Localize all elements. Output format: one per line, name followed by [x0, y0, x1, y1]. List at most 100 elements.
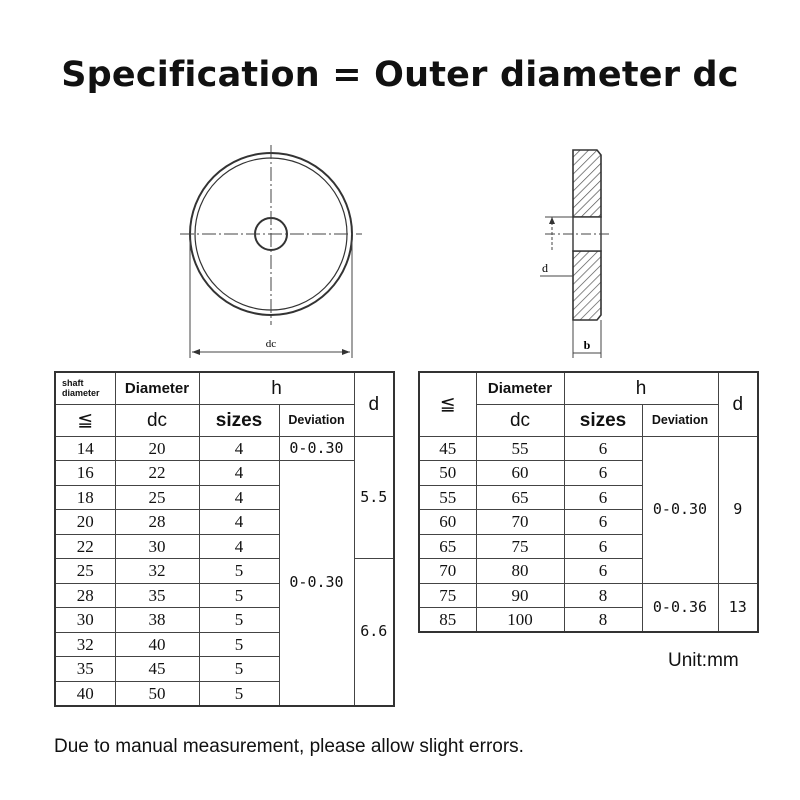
- dc-cell: 80: [475, 558, 565, 584]
- table-row: 75 90 8 0-0.36 13: [418, 582, 759, 633]
- sizes-header: sizes: [563, 403, 643, 437]
- h-cell: 5: [198, 582, 280, 608]
- shaft-cell: 30: [54, 607, 116, 633]
- deviation-cell: 0-0.36: [641, 582, 719, 633]
- shaft-cell: 28: [54, 582, 116, 608]
- table-row: 65 75 6: [418, 533, 758, 559]
- dc-cell: 30: [114, 533, 200, 559]
- table-row: 16 22 4 0-0.30: [54, 460, 394, 706]
- dc-cell: 70: [475, 509, 565, 535]
- h-cell: 5: [198, 680, 280, 706]
- dc-cell: 25: [114, 484, 200, 510]
- washer-drawing: dc d b: [180, 145, 612, 358]
- h-cell: 6: [563, 558, 643, 584]
- table-row: 22 30 4: [54, 533, 394, 559]
- spec-table-left: shaft diameter Diameter h d ≦ dc sizes D…: [54, 371, 396, 707]
- deviation-header: Deviation: [278, 403, 355, 437]
- h-cell: 4: [198, 509, 280, 535]
- h-cell: 5: [198, 656, 280, 682]
- side-view: [540, 149, 612, 358]
- shaft-cell: 70: [418, 558, 477, 584]
- diameter-header: Diameter: [475, 371, 565, 405]
- table-row: 40 50 5: [54, 680, 394, 706]
- table-row: 20 28 4: [54, 509, 394, 535]
- dc-header: dc: [475, 403, 565, 437]
- page-title: Specification = Outer diameter dc: [61, 55, 739, 95]
- dc-cell: 32: [114, 558, 200, 584]
- shaft-cell: 25: [54, 558, 116, 584]
- dc-cell: 40: [114, 631, 200, 657]
- dc-cell: 20: [114, 435, 200, 461]
- dc-cell: 38: [114, 607, 200, 633]
- h-header: h: [563, 371, 719, 405]
- table-row: 50 60 6: [418, 460, 758, 486]
- shaft-cell: 22: [54, 533, 116, 559]
- front-view: [180, 145, 362, 358]
- shaft-cell: 14: [54, 435, 116, 461]
- table-row: 35 45 5: [54, 656, 394, 682]
- leq-header: ≦: [54, 403, 116, 437]
- h-cell: 4: [198, 435, 280, 461]
- sizes-header: sizes: [198, 403, 280, 437]
- leq-header: ≦: [418, 371, 477, 437]
- table-row: 28 35 5: [54, 582, 394, 608]
- deviation-cell: 0-0.30: [278, 435, 355, 461]
- h-cell: 4: [198, 460, 280, 486]
- h-cell: 6: [563, 435, 643, 461]
- table-row: 45 55 6 0-0.30 9: [418, 435, 759, 584]
- d-cell: 13: [717, 582, 759, 633]
- shaft-cell: 40: [54, 680, 116, 706]
- dc-dimension-label: dc: [266, 338, 277, 350]
- dc-cell: 22: [114, 460, 200, 486]
- dc-cell: 28: [114, 509, 200, 535]
- d-dimension-label: d: [542, 261, 548, 275]
- h-cell: 5: [198, 558, 280, 584]
- deviation-cell: 0-0.30: [641, 435, 719, 584]
- h-cell: 6: [563, 484, 643, 510]
- shaft-cell: 18: [54, 484, 116, 510]
- deviation-header: Deviation: [641, 403, 719, 437]
- d-header: d: [353, 371, 395, 437]
- b-dimension-label: b: [584, 338, 591, 352]
- dc-cell: 50: [114, 680, 200, 706]
- dc-cell: 45: [114, 656, 200, 682]
- dc-header: dc: [114, 403, 200, 437]
- dc-cell: 100: [475, 607, 565, 633]
- h-cell: 8: [563, 607, 643, 633]
- dc-cell: 55: [475, 435, 565, 461]
- h-cell: 6: [563, 460, 643, 486]
- shaft-cell: 32: [54, 631, 116, 657]
- table-row: 85 100 8: [418, 607, 758, 633]
- shaft-cell: 20: [54, 509, 116, 535]
- d-cell: 5.5: [353, 435, 395, 559]
- shaft-cell: 85: [418, 607, 477, 633]
- measurement-note: Due to manual measurement, please allow …: [54, 736, 524, 757]
- h-cell: 5: [198, 607, 280, 633]
- shaft-cell: 65: [418, 533, 477, 559]
- h-cell: 4: [198, 484, 280, 510]
- h-cell: 4: [198, 533, 280, 559]
- h-cell: 8: [563, 582, 643, 608]
- shaft-cell: 16: [54, 460, 116, 486]
- d-cell: 9: [717, 435, 759, 584]
- shaft-cell: 55: [418, 484, 477, 510]
- shaft-cell: 35: [54, 656, 116, 682]
- dc-cell: 75: [475, 533, 565, 559]
- table-row: 25 32 5 6.6: [54, 558, 395, 706]
- h-cell: 5: [198, 631, 280, 657]
- shaft-cell: 60: [418, 509, 477, 535]
- deviation-cell: 0-0.30: [278, 460, 355, 706]
- table-row: 18 25 4: [54, 484, 394, 510]
- h-cell: 6: [563, 533, 643, 559]
- d-header: d: [717, 371, 759, 437]
- shaft-diameter-header: shaft diameter: [54, 371, 116, 405]
- dc-cell: 65: [475, 484, 565, 510]
- spec-table-right: ≦ Diameter h d dc sizes Deviation 45 55 …: [418, 371, 760, 633]
- d-cell: 6.6: [353, 558, 395, 706]
- h-header: h: [198, 371, 355, 405]
- shaft-cell: 75: [418, 582, 477, 608]
- table-row: 14 20 4 0-0.30 5.5: [54, 435, 395, 559]
- dc-cell: 60: [475, 460, 565, 486]
- table-row: 30 38 5: [54, 607, 394, 633]
- dc-cell: 35: [114, 582, 200, 608]
